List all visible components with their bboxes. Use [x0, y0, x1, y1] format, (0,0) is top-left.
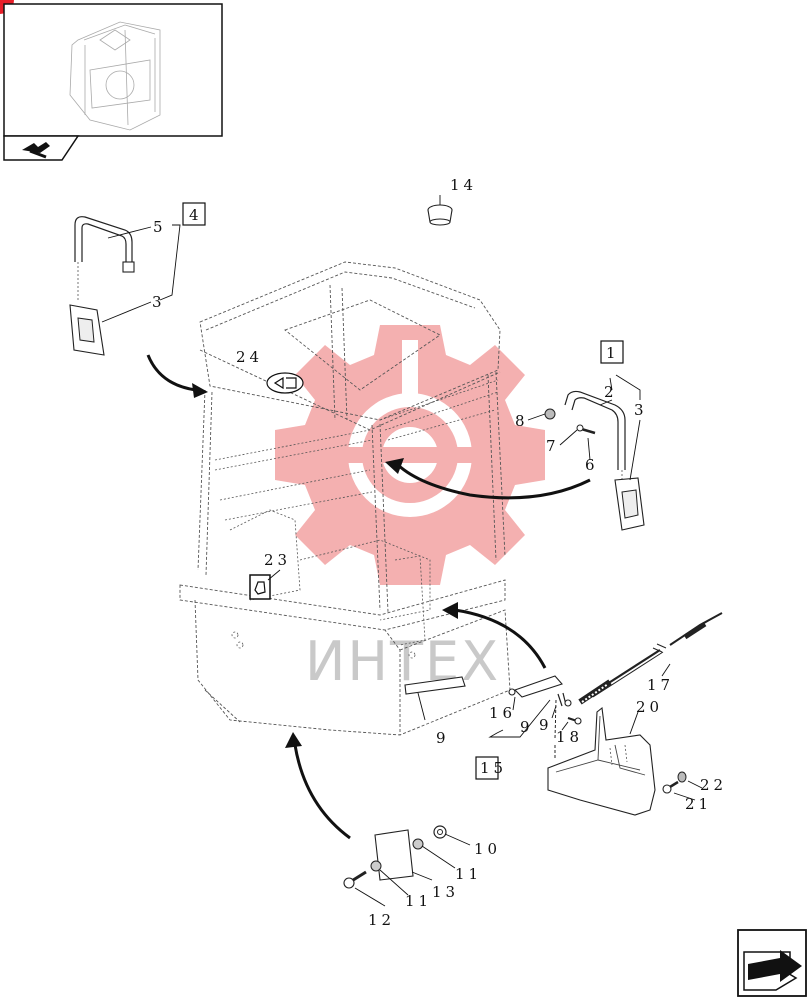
arrow-to-cab-left	[146, 354, 208, 398]
part-22-washer	[677, 771, 687, 783]
part-label-7: 7	[546, 437, 560, 455]
cab-overview-thumbnail[interactable]	[3, 3, 223, 137]
part-label-21: 21	[685, 795, 712, 813]
part-11-washer-lower	[370, 860, 382, 872]
callout-box-15	[475, 756, 499, 780]
previous-page-icon[interactable]	[3, 135, 80, 161]
part-2-grab-handle-right	[564, 390, 626, 480]
part-label-4: 4	[189, 206, 203, 224]
part-3-mounting-plate-right	[614, 477, 645, 531]
part-label-14: 14	[450, 176, 477, 194]
part-label-18: 18	[556, 728, 583, 746]
part-label-3-right: 3	[634, 401, 648, 419]
part-16-lever	[508, 675, 563, 698]
part-label-1: 1	[606, 344, 620, 362]
part-label-10: 10	[474, 840, 501, 858]
part-20-bracket	[547, 706, 656, 816]
part-23-decal	[249, 574, 271, 600]
watermark-logo	[275, 325, 545, 585]
part-14-plug	[427, 204, 453, 226]
callout-box-4	[182, 202, 206, 226]
part-label-22: 22	[700, 776, 727, 794]
cab-body	[179, 261, 511, 736]
part-label-20: 20	[636, 698, 663, 716]
part-label-3-left: 3	[152, 293, 166, 311]
part-label-19: 9	[520, 718, 534, 736]
part-label-11-lower: 11	[405, 892, 432, 910]
part-label-6: 6	[585, 456, 599, 474]
part-24-decal	[266, 372, 304, 394]
callout-box-1	[600, 340, 624, 364]
part-label-16: 16	[489, 704, 516, 722]
part-label-24: 24	[236, 348, 263, 366]
part-11-washer-upper	[412, 838, 424, 850]
part-8-spacer	[544, 408, 556, 420]
part-label-19b: 9	[539, 716, 553, 734]
part-13-plate	[374, 829, 414, 881]
part-label-15: 15	[480, 759, 507, 777]
arrow-to-cab-right	[385, 458, 591, 500]
part-5-grab-handle	[74, 216, 135, 300]
part-label-12: 12	[368, 911, 395, 929]
part-label-23: 23	[264, 551, 291, 569]
part-label-9-strip: 9	[436, 729, 450, 747]
part-label-17: 17	[647, 676, 674, 694]
watermark-text: ИНТЕХ	[305, 630, 500, 693]
part-18-screw	[567, 717, 582, 725]
part-7-screw	[576, 424, 596, 435]
part-12-bolt	[343, 870, 367, 889]
part-label-13: 13	[432, 883, 459, 901]
part-label-8: 8	[515, 412, 529, 430]
part-10-nut	[433, 825, 447, 839]
part-21-bolt	[662, 780, 679, 794]
arrow-to-cab-bottom	[285, 732, 351, 840]
leader-lines	[101, 195, 703, 907]
part-9-strip	[404, 676, 466, 695]
part-17-cable	[564, 612, 723, 707]
next-page-icon[interactable]	[737, 929, 807, 997]
part-label-2: 2	[604, 383, 618, 401]
part-label-5: 5	[153, 218, 167, 236]
part-3-mounting-plate-left	[69, 304, 105, 356]
part-label-11-upper: 11	[455, 865, 482, 883]
arrow-to-cab-lever	[442, 602, 547, 669]
